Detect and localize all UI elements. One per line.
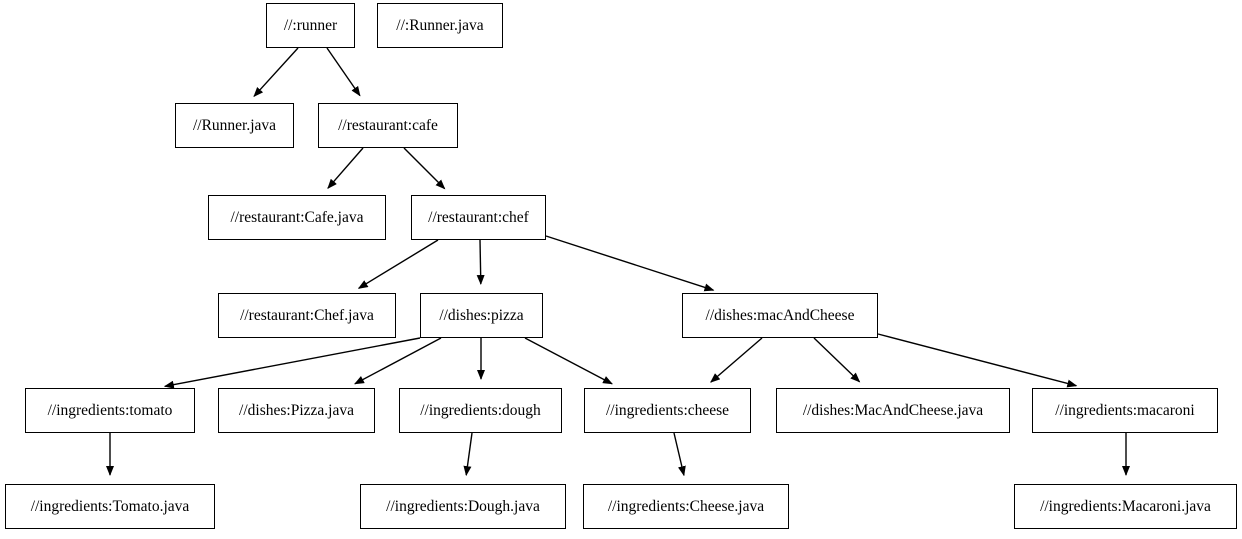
graph-node-label: //:runner — [283, 16, 338, 34]
graph-node-label: //ingredients:Dough.java — [386, 497, 540, 515]
graph-node-label: //dishes:Pizza.java — [239, 401, 354, 419]
graph-node-dishes_pizza_java[interactable]: //dishes:Pizza.java — [218, 388, 375, 433]
graph-node-ingredients_tomato[interactable]: //ingredients:tomato — [25, 388, 195, 433]
graph-node-label: //ingredients:Cheese.java — [607, 497, 765, 515]
graph-node-ingredients_tomato_java[interactable]: //ingredients:Tomato.java — [5, 484, 215, 529]
graph-node-label: //ingredients:macaroni — [1055, 401, 1195, 419]
graph-node-label: //ingredients:cheese — [605, 401, 730, 419]
graph-node-runner_java[interactable]: //Runner.java — [175, 103, 294, 148]
graph-node-label: //ingredients:Tomato.java — [30, 497, 190, 515]
graph-node-ingredients_cheese[interactable]: //ingredients:cheese — [584, 388, 751, 433]
graph-node-ingredients_macaroni_java[interactable]: //ingredients:Macaroni.java — [1014, 484, 1237, 529]
graph-node-label: //:Runner.java — [396, 16, 484, 34]
graph-node-label: //ingredients:tomato — [47, 401, 173, 419]
graph-node-restaurant_chef_java[interactable]: //restaurant:Chef.java — [218, 293, 396, 338]
graph-node-label: //restaurant:Cafe.java — [230, 208, 364, 226]
graph-node-label: //ingredients:Macaroni.java — [1040, 497, 1211, 515]
graph-node-dishes_mac_java[interactable]: //dishes:MacAndCheese.java — [776, 388, 1010, 433]
graph-node-ingredients_macaroni[interactable]: //ingredients:macaroni — [1032, 388, 1218, 433]
graph-node-root_runner_java[interactable]: //:Runner.java — [377, 3, 503, 48]
graph-node-ingredients_dough_java[interactable]: //ingredients:Dough.java — [360, 484, 566, 529]
graph-node-label: //dishes:pizza — [439, 306, 524, 324]
graph-node-dishes_pizza[interactable]: //dishes:pizza — [420, 293, 543, 338]
graph-node-label: //dishes:MacAndCheese.java — [802, 401, 984, 419]
graph-node-label: //restaurant:chef — [428, 208, 529, 226]
graph-node-label: //Runner.java — [192, 116, 277, 134]
graph-node-ingredients_cheese_java[interactable]: //ingredients:Cheese.java — [583, 484, 789, 529]
graph-node-dishes_macandcheese[interactable]: //dishes:macAndCheese — [682, 293, 878, 338]
graph-node-restaurant_cafe[interactable]: //restaurant:cafe — [318, 103, 458, 148]
graph-node-label: //dishes:macAndCheese — [705, 306, 855, 324]
graph-node-runner[interactable]: //:runner — [266, 3, 355, 48]
graph-node-label: //restaurant:Chef.java — [240, 306, 374, 324]
graph-node-label: //restaurant:cafe — [338, 116, 438, 134]
graph-node-restaurant_cafe_java[interactable]: //restaurant:Cafe.java — [208, 195, 386, 240]
graph-node-restaurant_chef[interactable]: //restaurant:chef — [411, 195, 546, 240]
graph-node-ingredients_dough[interactable]: //ingredients:dough — [399, 388, 562, 433]
graph-node-label: //ingredients:dough — [420, 401, 541, 419]
